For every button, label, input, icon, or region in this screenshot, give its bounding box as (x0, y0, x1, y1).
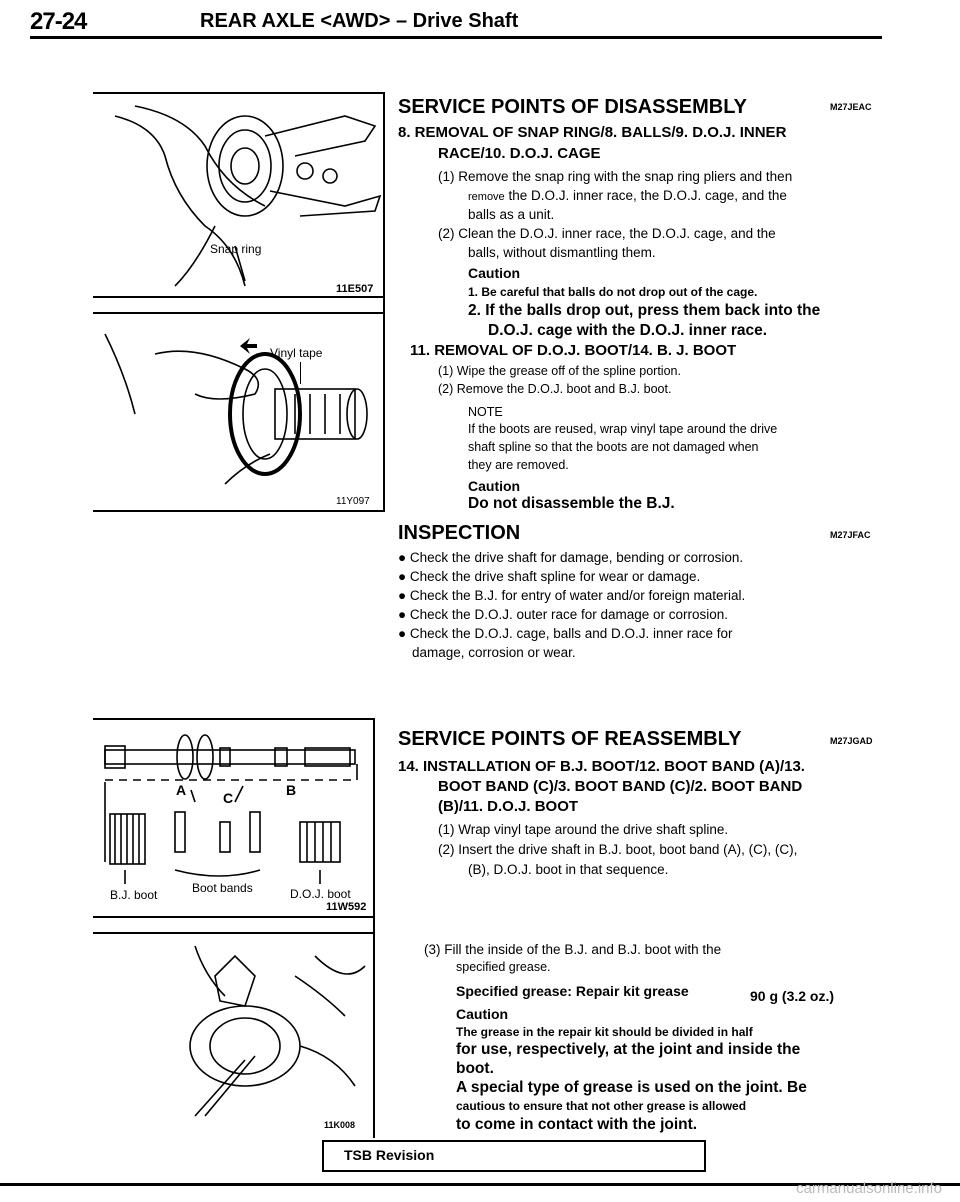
tsb-revision-label: TSB Revision (344, 1147, 435, 1163)
figure-divider (93, 916, 375, 918)
step-text: (3) Fill the inside of the B.J. and B.J.… (424, 942, 722, 957)
vinyl-tape-callout: Vinyl tape (270, 346, 323, 360)
inspection-item: Check the D.O.J. cage, balls and D.O.J. … (409, 626, 733, 641)
step-14-heading: 14. INSTALLATION OF B.J. BOOT/12. BOOT B… (398, 758, 805, 775)
caution-label: Caution (468, 265, 521, 281)
inspection-title: INSPECTION (398, 522, 521, 544)
step-text: (2) Clean the D.O.J. inner race, the D.O… (438, 226, 776, 241)
step-text: the D.O.J. inner race, the D.O.J. cage, … (504, 188, 787, 203)
caution-text: Do not disassemble the B.J. (468, 495, 675, 512)
step-14-heading-cont: (B)/11. D.O.J. BOOT (438, 798, 579, 815)
step-text: (2) Insert the drive shaft in B.J. boot,… (438, 842, 798, 857)
doj-boot-callout: D.O.J. boot (290, 887, 351, 901)
band-label-c: C (223, 790, 234, 806)
note-text: shaft spline so that the boots are not d… (468, 440, 759, 454)
band-label-b: B (286, 782, 297, 798)
note-text: If the boots are reused, wrap vinyl tape… (468, 422, 778, 436)
spec-value: 90 g (3.2 oz.) (750, 988, 835, 1004)
step-8-heading-cont: RACE/10. D.O.J. CAGE (438, 145, 601, 162)
vinyl-tape-figure (104, 333, 368, 485)
step-text: (2) Remove the D.O.J. boot and B.J. boot… (438, 382, 672, 396)
footer-rule (0, 1183, 960, 1186)
step-text: balls as a unit. (468, 207, 555, 222)
step-14-heading-cont: BOOT BAND (C)/3. BOOT BAND (C)/2. BOOT B… (438, 778, 803, 795)
page-number: 27-24 (30, 8, 87, 35)
inspection-item: Check the B.J. for entry of water and/or… (409, 588, 746, 603)
watermark: carmanualsonline.info (796, 1180, 942, 1197)
snap-ring-figure (114, 105, 382, 287)
caution-text: cautious to ensure that not other grease… (456, 1099, 747, 1113)
inspection-item: Check the drive shaft spline for wear or… (409, 569, 701, 584)
step-text: (1) Wipe the grease off of the spline po… (438, 364, 681, 378)
caution-text: 1. Be careful that balls do not drop out… (468, 285, 758, 299)
caution-text: A special type of grease is used on the … (456, 1079, 807, 1096)
figure-column-rule (383, 92, 385, 510)
step-text: specified grease. (456, 960, 551, 974)
caution-text: to come in contact with the joint. (456, 1116, 698, 1133)
figure-code: 11Y097 (336, 496, 370, 507)
spec-label: Specified grease: Repair kit grease (456, 983, 689, 999)
figure-top-rule (93, 718, 375, 720)
tsb-revision-box: TSB Revision (322, 1140, 706, 1172)
grease-filling-figure (189, 945, 366, 1117)
note-label: NOTE (468, 405, 503, 419)
figure-top-rule (93, 92, 385, 94)
figure-code: 11W592 (326, 901, 367, 913)
caution-label: Caution (456, 1006, 509, 1022)
figure-code: 11E507 (336, 283, 374, 295)
step-text: (1) Remove the snap ring with the snap r… (438, 169, 793, 184)
caution-text: boot. (456, 1060, 494, 1077)
caution-text: D.O.J. cage with the D.O.J. inner race. (488, 322, 768, 339)
figure-divider (93, 932, 375, 934)
note-text: they are removed. (468, 458, 569, 472)
figure-bottom-rule (93, 510, 385, 512)
bj-boot-callout: B.J. boot (110, 888, 158, 902)
caution-label: Caution (468, 478, 521, 494)
band-label-a: A (176, 782, 187, 798)
disassembly-title: SERVICE POINTS OF DISASSEMBLY (398, 96, 747, 118)
section-code: M27JFAC (830, 530, 871, 540)
step-text: remove (468, 191, 505, 203)
figure-divider (93, 296, 385, 298)
boot-bands-callout: Boot bands (192, 881, 253, 895)
inspection-item-cont: damage, corrosion or wear. (412, 645, 576, 660)
drive-shaft-assembly-figure (104, 734, 358, 884)
reassembly-title: SERVICE POINTS OF REASSEMBLY (398, 728, 742, 750)
step-text: (1) Wrap vinyl tape around the drive sha… (438, 822, 729, 837)
snap-ring-callout: Snap ring (210, 242, 262, 256)
figure-divider (93, 312, 385, 314)
caution-text: The grease in the repair kit should be d… (456, 1025, 753, 1039)
inspection-item: Check the drive shaft for damage, bendin… (409, 550, 744, 565)
figure-column-rule (373, 718, 375, 1138)
step-text: (B), D.O.J. boot in that sequence. (468, 862, 669, 877)
step-11-heading: 11. REMOVAL OF D.O.J. BOOT/14. B. J. BOO… (410, 342, 737, 359)
caution-text: for use, respectively, at the joint and … (456, 1041, 801, 1058)
step-8-heading: 8. REMOVAL OF SNAP RING/8. BALLS/9. D.O.… (398, 124, 787, 141)
step-text: balls, without dismantling them. (468, 245, 656, 260)
caution-text: 2. If the balls drop out, press them bac… (468, 302, 821, 319)
section-code: M27JGAD (830, 736, 873, 746)
figure-code: 11K008 (324, 1120, 356, 1130)
header-rule (30, 36, 882, 39)
inspection-item: Check the D.O.J. outer race for damage o… (409, 607, 729, 622)
callout-leader (300, 362, 301, 384)
section-code: M27JEAC (830, 102, 872, 112)
page-title: REAR AXLE <AWD> – Drive Shaft (200, 10, 519, 32)
